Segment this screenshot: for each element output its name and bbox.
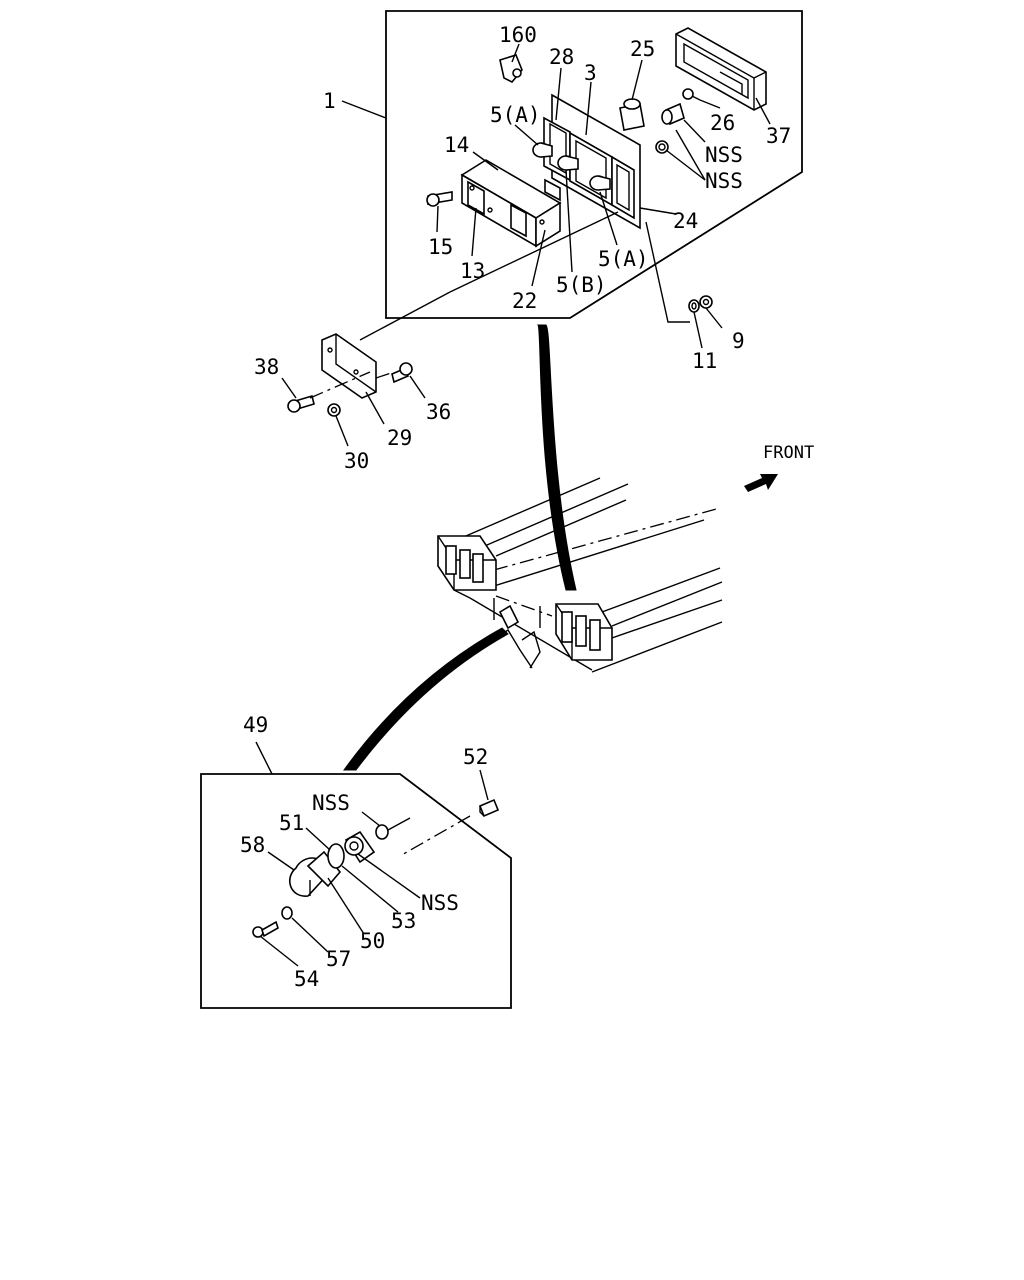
label-49: 49: [243, 713, 268, 737]
front-arrow-icon: [744, 474, 778, 492]
connector-160: [499, 54, 523, 83]
socket-50: [327, 843, 345, 869]
label-28: 28: [549, 45, 574, 69]
lower-assembly-frame: [200, 773, 512, 1009]
lamp-housing-53: [344, 830, 376, 864]
clip-52: [478, 798, 500, 818]
label-nss-d: NSS: [421, 891, 459, 915]
callout-arrow-upper: [536, 324, 577, 591]
vehicle-license-lamp-mount: [495, 604, 541, 669]
lamp-lens: [460, 159, 562, 248]
label-24: 24: [673, 209, 698, 233]
label-58: 58: [240, 833, 265, 857]
label-29: 29: [387, 426, 412, 450]
socket-25: [619, 98, 645, 131]
label-25: 25: [630, 37, 655, 61]
label-52: 52: [463, 745, 488, 769]
label-1: 1: [323, 89, 336, 113]
vehicle-tail-lamp-right: [555, 603, 613, 661]
marker-lamp-37: [675, 27, 767, 111]
bracket-29: [321, 333, 377, 399]
bolt-38: [287, 394, 315, 413]
label-22: 22: [512, 289, 537, 313]
label-36: 36: [426, 400, 451, 424]
label-5b: 5(B): [556, 273, 607, 297]
grommet-small-nss: [655, 140, 669, 154]
label-30: 30: [344, 449, 369, 473]
bulb-5b: [557, 155, 579, 171]
label-11: 11: [692, 349, 717, 373]
label-3: 3: [584, 61, 597, 85]
part-labels: 1 160 28 3 25 37 26 NSS NSS 5(A) 14 24 1…: [240, 23, 791, 991]
label-38: 38: [254, 355, 279, 379]
screw-26: [682, 88, 701, 101]
screw-15: [426, 191, 453, 207]
label-nss-b: NSS: [705, 169, 743, 193]
grommet-nss-lower: [375, 817, 411, 840]
label-53: 53: [391, 909, 416, 933]
label-nss-a: NSS: [705, 143, 743, 167]
lamp-bulb-58: [288, 850, 342, 897]
bulb-5a-top: [532, 142, 553, 158]
label-54: 54: [294, 967, 319, 991]
bulb-5a-bottom: [589, 175, 611, 191]
label-51: 51: [279, 811, 304, 835]
label-13: 13: [460, 259, 485, 283]
label-50: 50: [360, 929, 385, 953]
nut-9: [699, 295, 713, 309]
label-9: 9: [732, 329, 745, 353]
bolt-36: [391, 362, 413, 384]
label-37: 37: [766, 124, 791, 148]
front-label: FRONT: [763, 443, 814, 463]
washer-57: [281, 906, 293, 920]
label-nss-c: NSS: [312, 791, 350, 815]
label-5a-top: 5(A): [490, 103, 541, 127]
label-57: 57: [326, 947, 351, 971]
lower-leaders: [259, 769, 489, 967]
vehicle-tail-lamp-left: [437, 535, 497, 591]
front-indicator: FRONT: [744, 443, 814, 492]
bracket-leaders: [281, 211, 619, 447]
upper-assembly-frame: [385, 10, 803, 319]
label-15: 15: [428, 235, 453, 259]
nut-30: [327, 403, 341, 417]
label-5a-bottom: 5(A): [598, 247, 649, 271]
washer-11: [688, 299, 700, 313]
screw-54: [252, 920, 279, 938]
label-26: 26: [710, 111, 735, 135]
grommet-nss: [661, 102, 685, 126]
callout-arrow-lower: [343, 627, 509, 771]
upper-leaders: [341, 43, 771, 349]
label-14: 14: [444, 133, 469, 157]
label-160: 160: [499, 23, 537, 47]
